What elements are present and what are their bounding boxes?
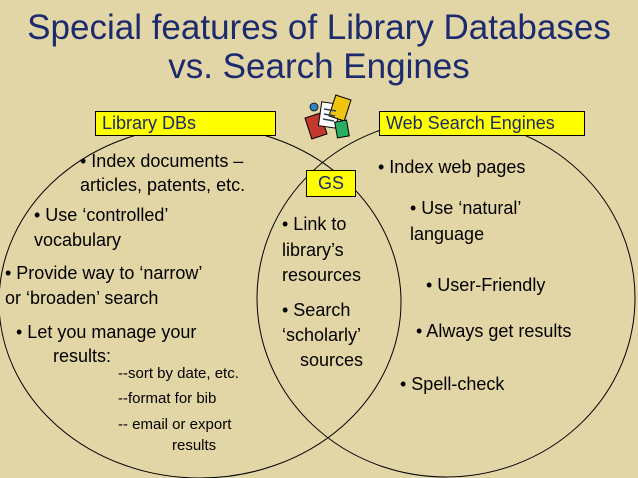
library-controlled-line-1: • Use ‘controlled’	[34, 205, 169, 225]
web-spell: • Spell-check	[400, 374, 505, 394]
library-index-line-2: articles, patents, etc.	[80, 175, 246, 195]
overlap-link-line-3: resources	[282, 265, 362, 285]
library-sub-results: results	[172, 437, 217, 454]
library-sub-sort: --sort by date, etc.	[118, 365, 239, 382]
overlap-search-line-3: sources	[300, 350, 364, 370]
library-sub-format: --format for bib	[118, 390, 217, 407]
library-manage-line-2: results:	[53, 346, 112, 366]
gs-label: GS	[306, 170, 356, 197]
library-sub-email: -- email or export	[118, 416, 232, 433]
web-natural-line-1: • Use ‘natural’	[410, 198, 522, 218]
library-narrow-line-1: • Provide way to ‘narrow’	[5, 263, 203, 283]
title-line-2: vs. Search Engines	[168, 47, 470, 86]
web-index: • Index web pages	[378, 157, 526, 177]
web-natural-line-2: language	[410, 224, 485, 244]
overlap-search-line-2: ‘scholarly’	[282, 325, 362, 345]
slide-title: Special features of Library Databases vs…	[0, 8, 638, 86]
library-clipart-icon	[304, 94, 352, 140]
overlap-link-line-1: • Link to	[282, 214, 347, 234]
web-friendly: • User-Friendly	[426, 275, 546, 295]
web-results: • Always get results	[416, 321, 572, 341]
library-controlled-line-2: vocabulary	[34, 230, 122, 250]
library-label: Library DBs	[95, 111, 276, 136]
web-label: Web Search Engines	[379, 111, 585, 136]
overlap-search-line-1: • Search	[282, 300, 351, 320]
library-manage-line-1: • Let you manage your	[16, 322, 197, 342]
title-line-1: Special features of Library Databases	[27, 8, 611, 47]
library-index-line-1: • Index documents –	[80, 151, 244, 171]
library-narrow-line-2: or ‘broaden’ search	[5, 288, 159, 308]
overlap-link-line-2: library’s	[282, 240, 344, 260]
